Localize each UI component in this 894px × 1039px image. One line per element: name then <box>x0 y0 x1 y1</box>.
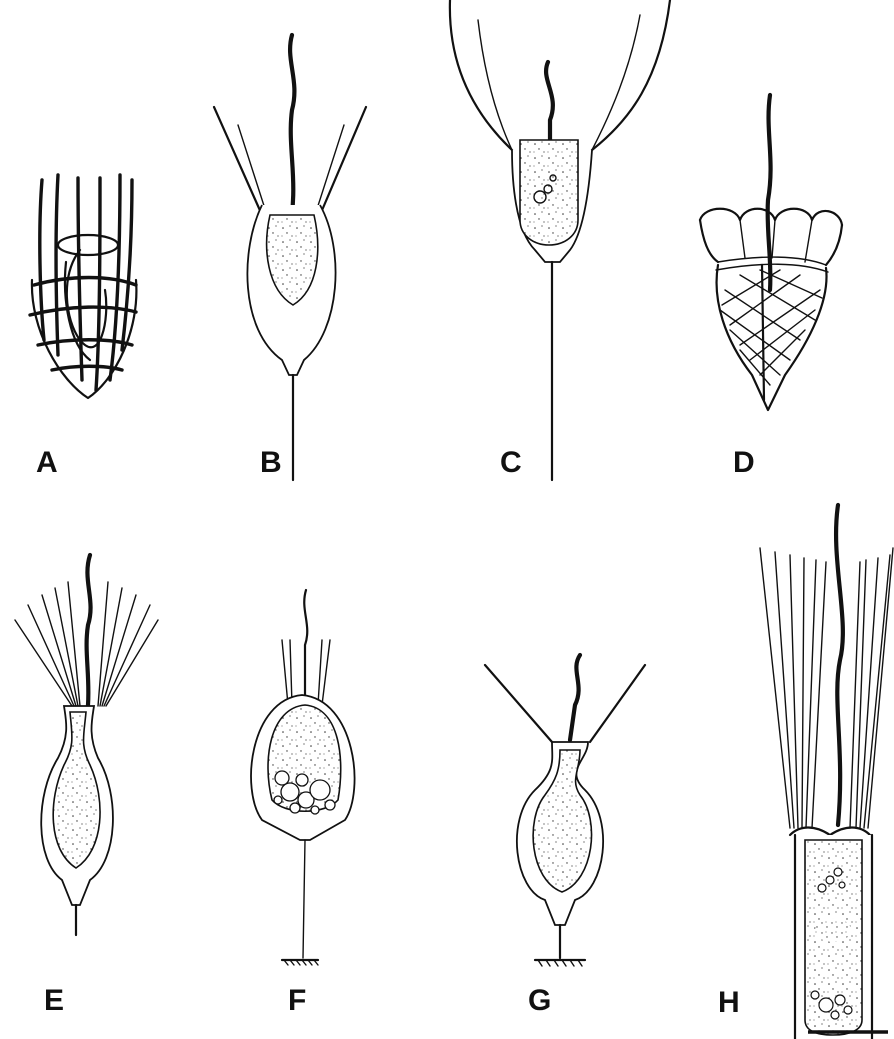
panel-label-g: G <box>528 984 551 1017</box>
panel-label-f: F <box>288 984 306 1017</box>
panel-b-cell <box>214 35 366 480</box>
panel-label-d: D <box>733 446 755 479</box>
panel-a-cell <box>30 175 136 398</box>
panel-label-e: E <box>44 984 64 1017</box>
panel-d-cell <box>700 95 842 410</box>
panel-f-cell <box>251 590 355 965</box>
panel-label-c: C <box>500 446 522 479</box>
panel-label-h: H <box>718 986 740 1019</box>
panel-e-cell <box>15 555 158 935</box>
panel-label-b: B <box>260 446 282 479</box>
panel-c-cell <box>450 0 670 480</box>
panel-label-a: A <box>36 446 58 479</box>
panel-g-cell <box>485 655 645 966</box>
panel-h-cell <box>760 505 893 1039</box>
